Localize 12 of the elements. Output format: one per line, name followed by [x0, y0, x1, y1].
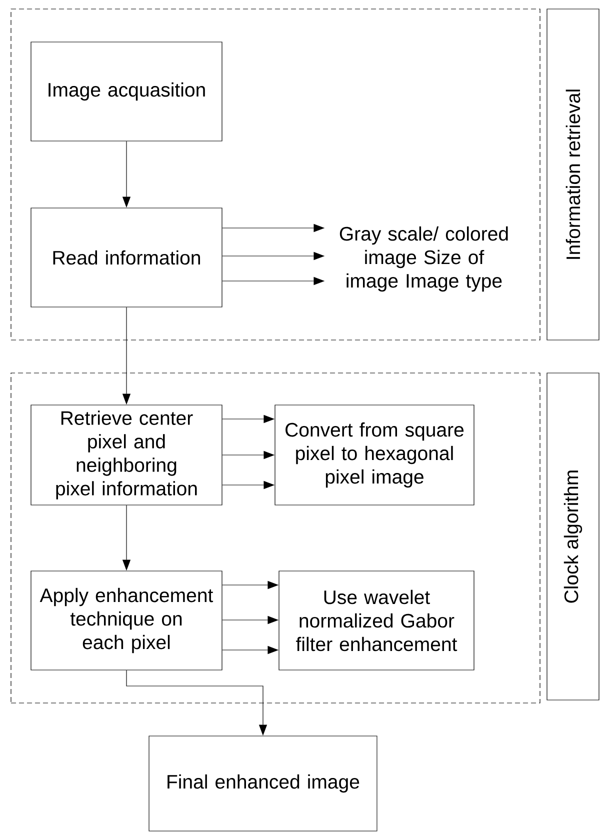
process-box: Convert from square pixel to hexagonal pixel image [274, 404, 474, 506]
process-box: Apply enhancement technique on each pixel [30, 570, 222, 670]
process-box: Use wavelet normalized Gabor filter enhancement [278, 570, 474, 670]
dashed-frame [10, 372, 540, 704]
process-box: Image acquasition [30, 42, 222, 142]
output-text: Gray scale/ colored image Size of image Image type [340, 226, 508, 292]
process-box: Read information [30, 208, 222, 308]
stage-label-box: Information retrieval [546, 8, 600, 340]
dashed-frame [10, 8, 540, 340]
process-box: Final enhanced image [148, 736, 378, 832]
stage-label-box: Clock algorithm [546, 372, 600, 700]
process-box: Retrieve center pixel and neighboring pixel information [30, 404, 222, 506]
